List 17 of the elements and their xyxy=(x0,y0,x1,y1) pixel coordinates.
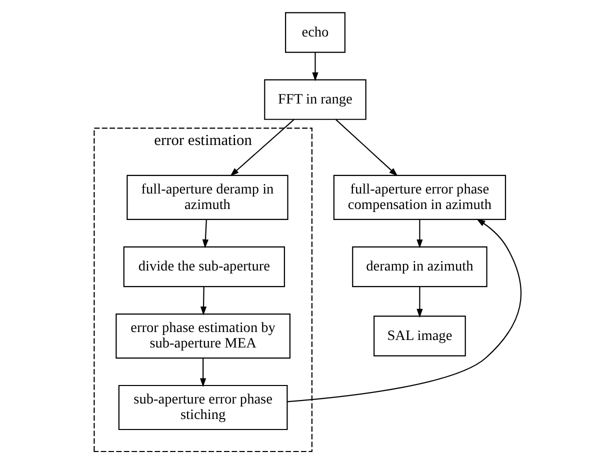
arrow xyxy=(312,52,318,82)
arrow xyxy=(202,220,208,248)
arrow xyxy=(335,119,398,176)
node-box: divide the sub-aperture xyxy=(122,246,284,288)
arrow xyxy=(200,286,206,316)
node-box: error phase estimation by sub-aperture MEA xyxy=(115,313,290,359)
arrow xyxy=(286,218,521,402)
arrow xyxy=(416,220,422,248)
node-box: SAL image xyxy=(373,316,466,356)
node-box: FFT in range xyxy=(264,79,366,120)
node-box: full-aperture error phase compensation in azimuth xyxy=(332,174,506,220)
node-box: full-aperture deramp in azimuth xyxy=(126,174,288,220)
node-box: deramp in azimuth xyxy=(352,246,487,288)
arrow xyxy=(199,358,206,388)
node-box: sub-aperture error phase stiching xyxy=(118,384,288,430)
node-box: echo xyxy=(284,12,345,53)
arrow xyxy=(416,286,422,318)
